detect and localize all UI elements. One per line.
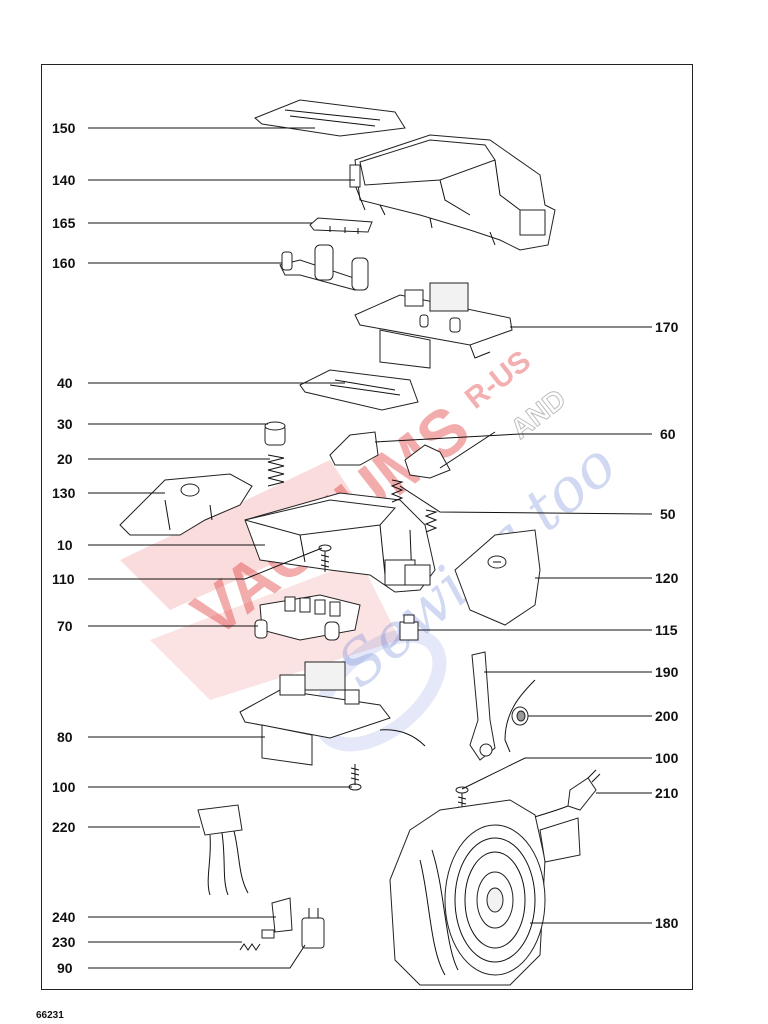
callout-180: 180 — [655, 915, 679, 931]
part-70-switch-assembly — [254, 594, 361, 641]
callout-100: 100 — [52, 779, 76, 795]
callout-10: 10 — [57, 537, 73, 553]
callout-210: 210 — [655, 785, 679, 801]
callout-20: 20 — [57, 451, 73, 467]
part-20-spring — [267, 454, 285, 487]
callout-50: 50 — [660, 506, 676, 522]
callout-200: 200 — [655, 708, 679, 724]
leader-lines — [88, 127, 653, 969]
callout-70: 70 — [57, 618, 73, 634]
callout-140: 140 — [52, 172, 76, 188]
diagram-frame — [41, 64, 693, 990]
part-100-screw-left — [348, 764, 362, 791]
document-code: 66231 — [36, 1010, 64, 1021]
part-190-lever — [469, 651, 496, 761]
part-120-top-cover — [454, 529, 541, 626]
part-140-upper-housing — [349, 134, 556, 251]
callout-100-right: 100 — [655, 750, 679, 766]
part-40-membrane — [299, 369, 419, 411]
part-100-screw-right — [455, 786, 469, 812]
callout-230: 230 — [52, 934, 76, 950]
watermark-and-text: AND — [505, 383, 572, 445]
callout-130: 130 — [52, 485, 76, 501]
callout-labels: 150 140 165 160 40 30 20 130 10 110 70 8… — [52, 120, 679, 976]
callout-160: 160 — [52, 255, 76, 271]
callout-60: 60 — [660, 426, 676, 442]
callout-120: 120 — [655, 570, 679, 586]
callout-40: 40 — [57, 375, 73, 391]
callout-115: 115 — [655, 622, 678, 638]
part-80-pcb — [239, 661, 426, 766]
part-90-fuse — [301, 908, 325, 949]
part-165-strip — [309, 217, 373, 234]
part-230-spring — [239, 943, 261, 951]
part-160-light-guide — [279, 244, 369, 291]
callout-240: 240 — [52, 909, 76, 925]
callout-170: 170 — [655, 319, 679, 335]
part-60-cap — [329, 431, 451, 479]
callout-110: 110 — [52, 571, 75, 587]
part-240-bracket — [261, 897, 293, 939]
part-110-screw — [318, 544, 332, 572]
part-115-switch — [399, 614, 419, 641]
part-30-knob — [264, 421, 286, 446]
callout-90: 90 — [57, 960, 73, 976]
part-130-cover — [119, 473, 253, 536]
callout-190: 190 — [655, 664, 679, 680]
part-180-cable-reel — [389, 799, 581, 986]
part-170-pcb — [354, 282, 513, 369]
part-200-wheel — [504, 679, 536, 753]
callout-150: 150 — [52, 120, 76, 136]
part-220-connector — [197, 804, 249, 896]
watermark-rus-text: R-US — [459, 344, 537, 415]
callout-30: 30 — [57, 416, 73, 432]
callout-165: 165 — [52, 215, 76, 231]
callout-220: 220 — [52, 819, 76, 835]
part-50-springs — [390, 479, 438, 533]
part-10-main-housing — [244, 492, 436, 593]
callout-80: 80 — [57, 729, 73, 745]
part-150-label-sticker — [254, 99, 406, 137]
